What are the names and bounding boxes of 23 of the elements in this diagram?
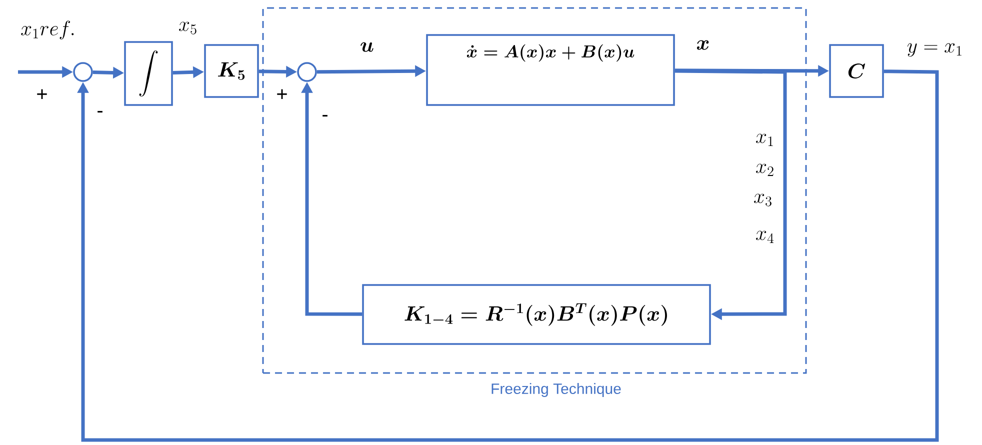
arrow <box>77 70 939 442</box>
integrator-box: $\int$ <box>124 41 173 106</box>
edge-label: $u$ <box>358 41 376 53</box>
edge-label: $y = x_1$ <box>906 42 964 58</box>
sign-label: - <box>322 114 328 117</box>
signal-label: $x_1$ <box>756 134 773 146</box>
edge-label: $x_5$ <box>177 20 199 36</box>
arrow <box>674 69 787 320</box>
plant-box: $\dot{x}=A(x)x+B(x)u$ <box>426 34 675 106</box>
frame-title: Freezing Technique <box>492 383 621 397</box>
signal-label: $x_2$ <box>756 164 774 176</box>
summing-junction <box>297 62 317 82</box>
sign-label: - <box>98 110 102 113</box>
gain-box: $K_5$ <box>204 44 259 98</box>
output-box: $C$ <box>829 44 884 98</box>
edge-label: $x_1 ref.$ <box>20 20 76 40</box>
gain-box: $K_{1-4}=R^{-1}(x)B^{T}(x)P(x)$ <box>362 284 711 345</box>
sign-label: + <box>37 89 47 100</box>
signal-label: $x_4$ <box>756 230 774 244</box>
edge-label: $x$ <box>695 39 711 51</box>
summing-junction <box>73 62 93 82</box>
signal-label: $x_3$ <box>754 194 772 206</box>
sign-label: + <box>277 89 287 100</box>
